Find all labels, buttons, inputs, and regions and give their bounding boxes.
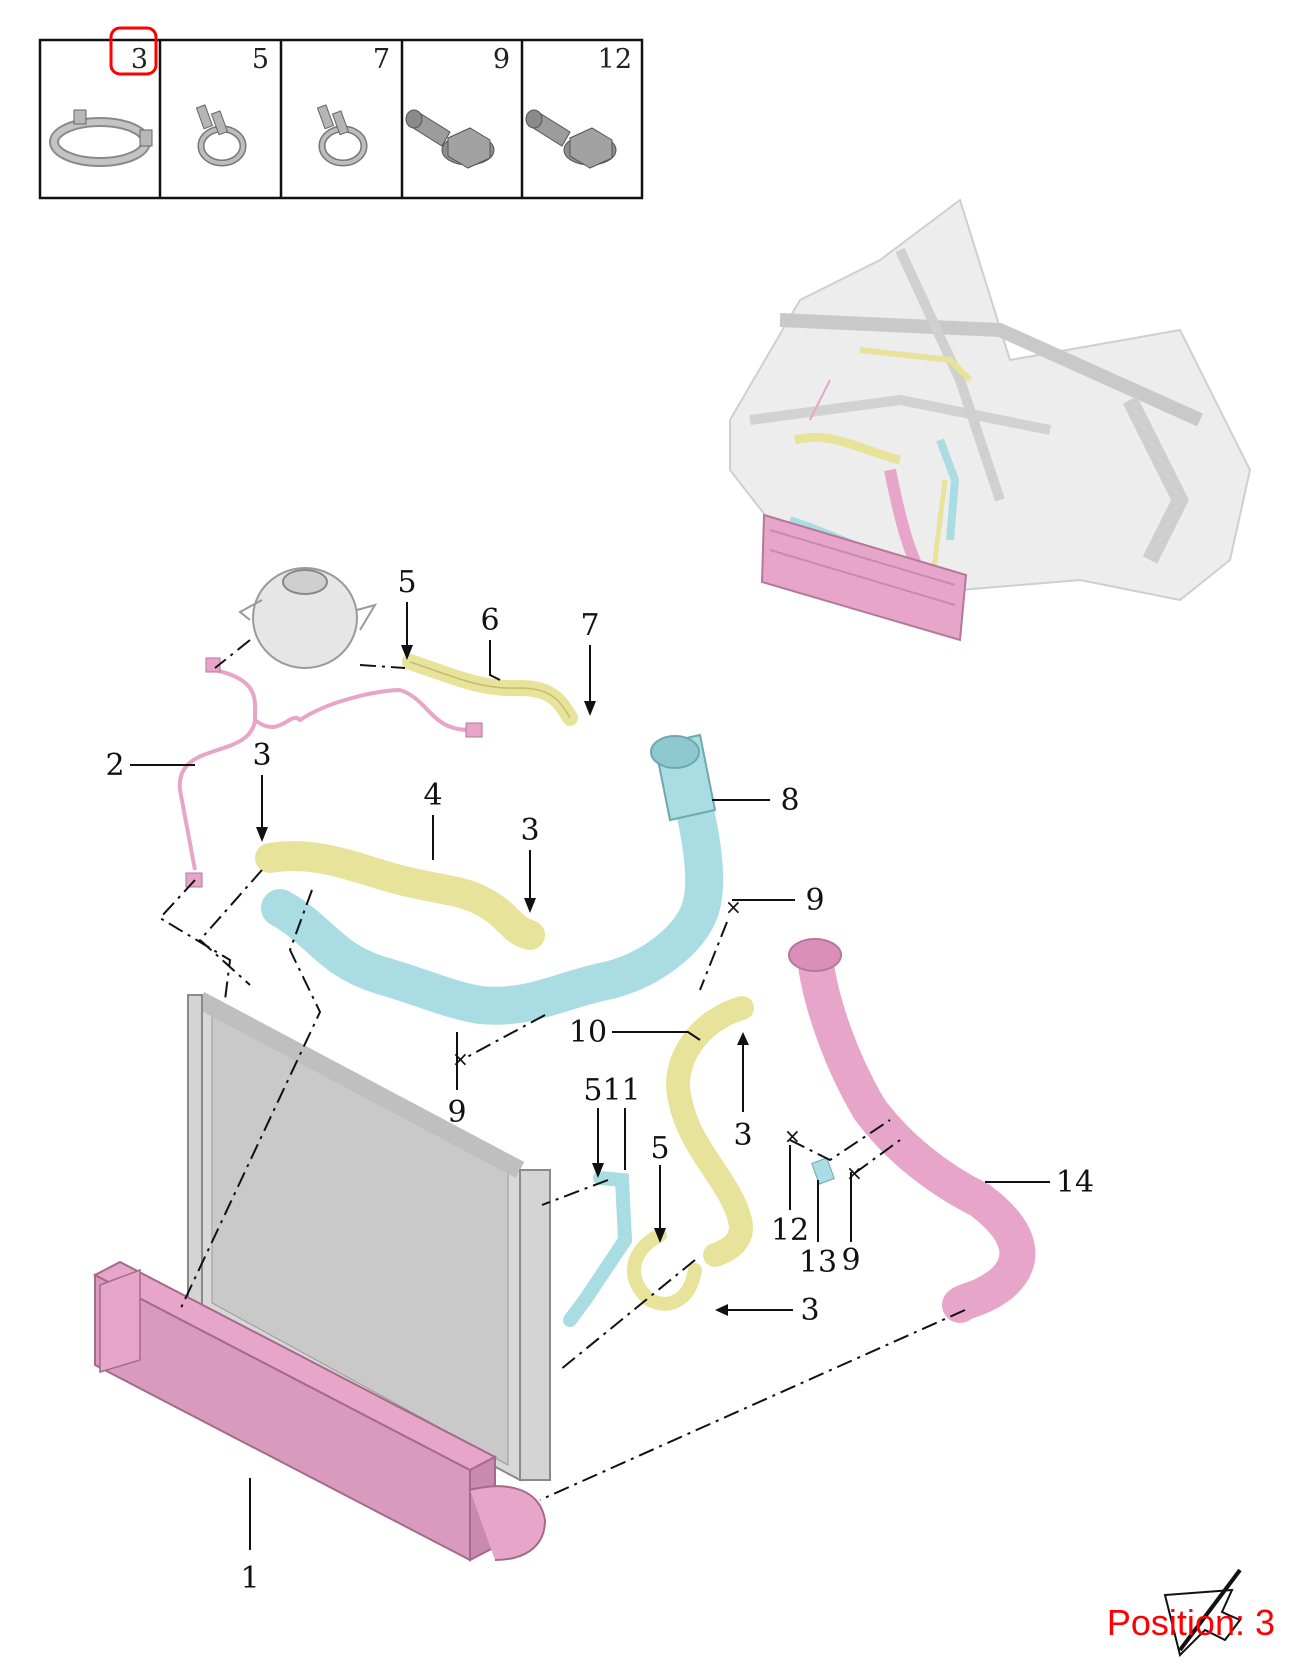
- coolant-hose-4: [255, 841, 545, 950]
- callout-3: 3: [252, 738, 271, 773]
- callout-labels: 1 2 3 3 3 3 4 5 5 511 6 7 8 9 9 9 10 12 …: [105, 565, 1094, 1596]
- level-sensor-wiring-harness: [177, 668, 471, 871]
- coolant-expansion-tank: [238, 567, 378, 669]
- callout-12: 12: [771, 1213, 809, 1248]
- bracket-13: [811, 1157, 835, 1185]
- callout-6: 6: [480, 603, 499, 638]
- callout-3: 3: [800, 1293, 819, 1328]
- callout-9: 9: [805, 883, 824, 918]
- vehicle-location-overview: [729, 198, 1252, 642]
- parts-header-table: 3 5 7 9 12: [38, 26, 644, 200]
- coolant-pipe-11: [563, 1171, 633, 1327]
- radiator: [187, 992, 551, 1482]
- svg-text:×: ×: [846, 1161, 863, 1185]
- callout-9: 9: [447, 1095, 466, 1130]
- callout-5: 5: [650, 1131, 669, 1166]
- band-clamp-icon: [49, 109, 153, 167]
- spring-clamp-icon: [195, 104, 247, 167]
- header-number-12: 12: [598, 44, 632, 75]
- position-label: Position: 3: [1107, 1602, 1275, 1643]
- harness-connector: [465, 722, 483, 738]
- callout-9: 9: [841, 1243, 860, 1278]
- spring-clamp-icon: [316, 104, 368, 167]
- header-number-5: 5: [252, 44, 269, 75]
- flange-bolt-icon: [405, 109, 495, 169]
- callout-7: 7: [580, 608, 599, 643]
- header-number-9: 9: [493, 44, 510, 75]
- callout-2: 2: [105, 748, 124, 783]
- flange-bolt-icon: [525, 109, 617, 169]
- charge-air-duct-8: [261, 771, 724, 1025]
- charge-air-duct-14: [797, 940, 1036, 1323]
- callout-4: 4: [423, 778, 442, 813]
- callout-8: 8: [780, 783, 799, 818]
- callout-3: 3: [733, 1118, 752, 1153]
- callout-511: 511: [583, 1073, 640, 1108]
- highlight-marker: [109, 26, 158, 76]
- callout-5: 5: [397, 565, 416, 600]
- leader-lines: × × × ×: [130, 602, 1050, 1550]
- coolant-hose-small: [627, 1228, 702, 1311]
- callout-1: 1: [240, 1561, 259, 1596]
- svg-text:×: ×: [452, 1047, 469, 1071]
- position-indicator: Position: 3: [1107, 1568, 1275, 1657]
- callout-14: 14: [1056, 1165, 1094, 1200]
- intercooler: [92, 1260, 547, 1562]
- callout-10: 10: [569, 1015, 607, 1050]
- callout-13: 13: [799, 1245, 837, 1280]
- svg-text:×: ×: [725, 895, 742, 919]
- header-number-7: 7: [373, 44, 390, 75]
- coolant-hose-10: [666, 996, 754, 1267]
- callout-3: 3: [520, 813, 539, 848]
- svg-text:×: ×: [784, 1124, 801, 1148]
- header-number-3: 3: [131, 44, 148, 75]
- exploded-view: × × × × 1 2 3 3 3 3 4 5 5 511 6 7 8 9 9 …: [92, 565, 1094, 1596]
